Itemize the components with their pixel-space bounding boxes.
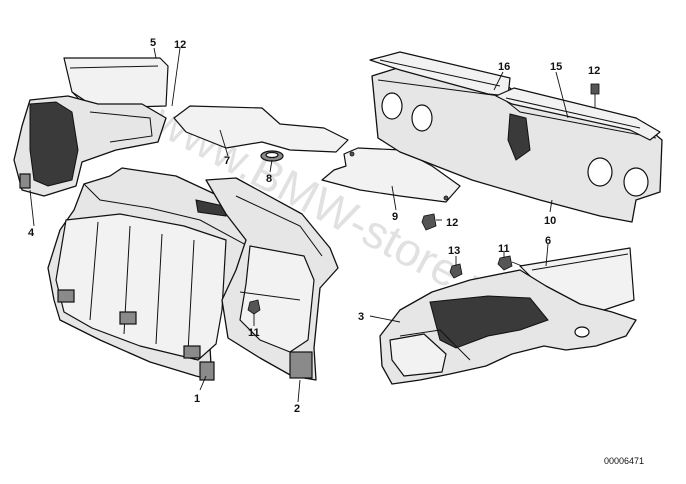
- document-number: 00006471: [604, 456, 644, 466]
- callout-2: 2: [294, 403, 300, 415]
- callout-12-upper: 12: [588, 65, 600, 77]
- callout-14: 12: [174, 39, 186, 51]
- part-8-grommet[interactable]: [260, 150, 284, 162]
- leader-lines: [29, 47, 569, 403]
- callout-13: 13: [448, 245, 460, 257]
- part-9-floor-mat[interactable]: [321, 147, 461, 203]
- part-4-wheel-arch-trim[interactable]: [13, 95, 167, 197]
- part-11-screw-upper[interactable]: [497, 255, 523, 271]
- callout-7: 7: [224, 155, 230, 167]
- callout-16: 16: [498, 61, 510, 73]
- callout-3: 3: [358, 311, 364, 323]
- callout-1: 1: [194, 393, 200, 405]
- callout-11-lower: 11: [248, 327, 260, 339]
- callout-8: 8: [266, 173, 272, 185]
- callout-labels: 5 12 4 7 8 9 12 10 16 15 12 13 11 6 3 11…: [28, 37, 600, 415]
- part-12-clip-middle[interactable]: [421, 213, 437, 231]
- callout-10: 10: [544, 215, 556, 227]
- callout-12-middle: 12: [446, 217, 458, 229]
- callout-9: 9: [392, 211, 398, 223]
- part-11-screw-lower[interactable]: [247, 299, 261, 326]
- part-7-floor-mat[interactable]: [173, 105, 349, 153]
- callout-15: 15: [550, 61, 562, 73]
- part-12-clip-upper[interactable]: [590, 83, 600, 108]
- part-3-wheel-arch-trim[interactable]: [379, 269, 637, 385]
- part-15-trim-strip[interactable]: [495, 87, 661, 141]
- callout-6: 5: [150, 37, 156, 49]
- part-2-trunk-panel-right[interactable]: [205, 177, 339, 381]
- callout-11-upper: 11: [498, 243, 510, 255]
- callout-4: 4: [28, 227, 35, 239]
- part-13-clip[interactable]: [449, 263, 463, 279]
- callout-5: 6: [545, 235, 551, 247]
